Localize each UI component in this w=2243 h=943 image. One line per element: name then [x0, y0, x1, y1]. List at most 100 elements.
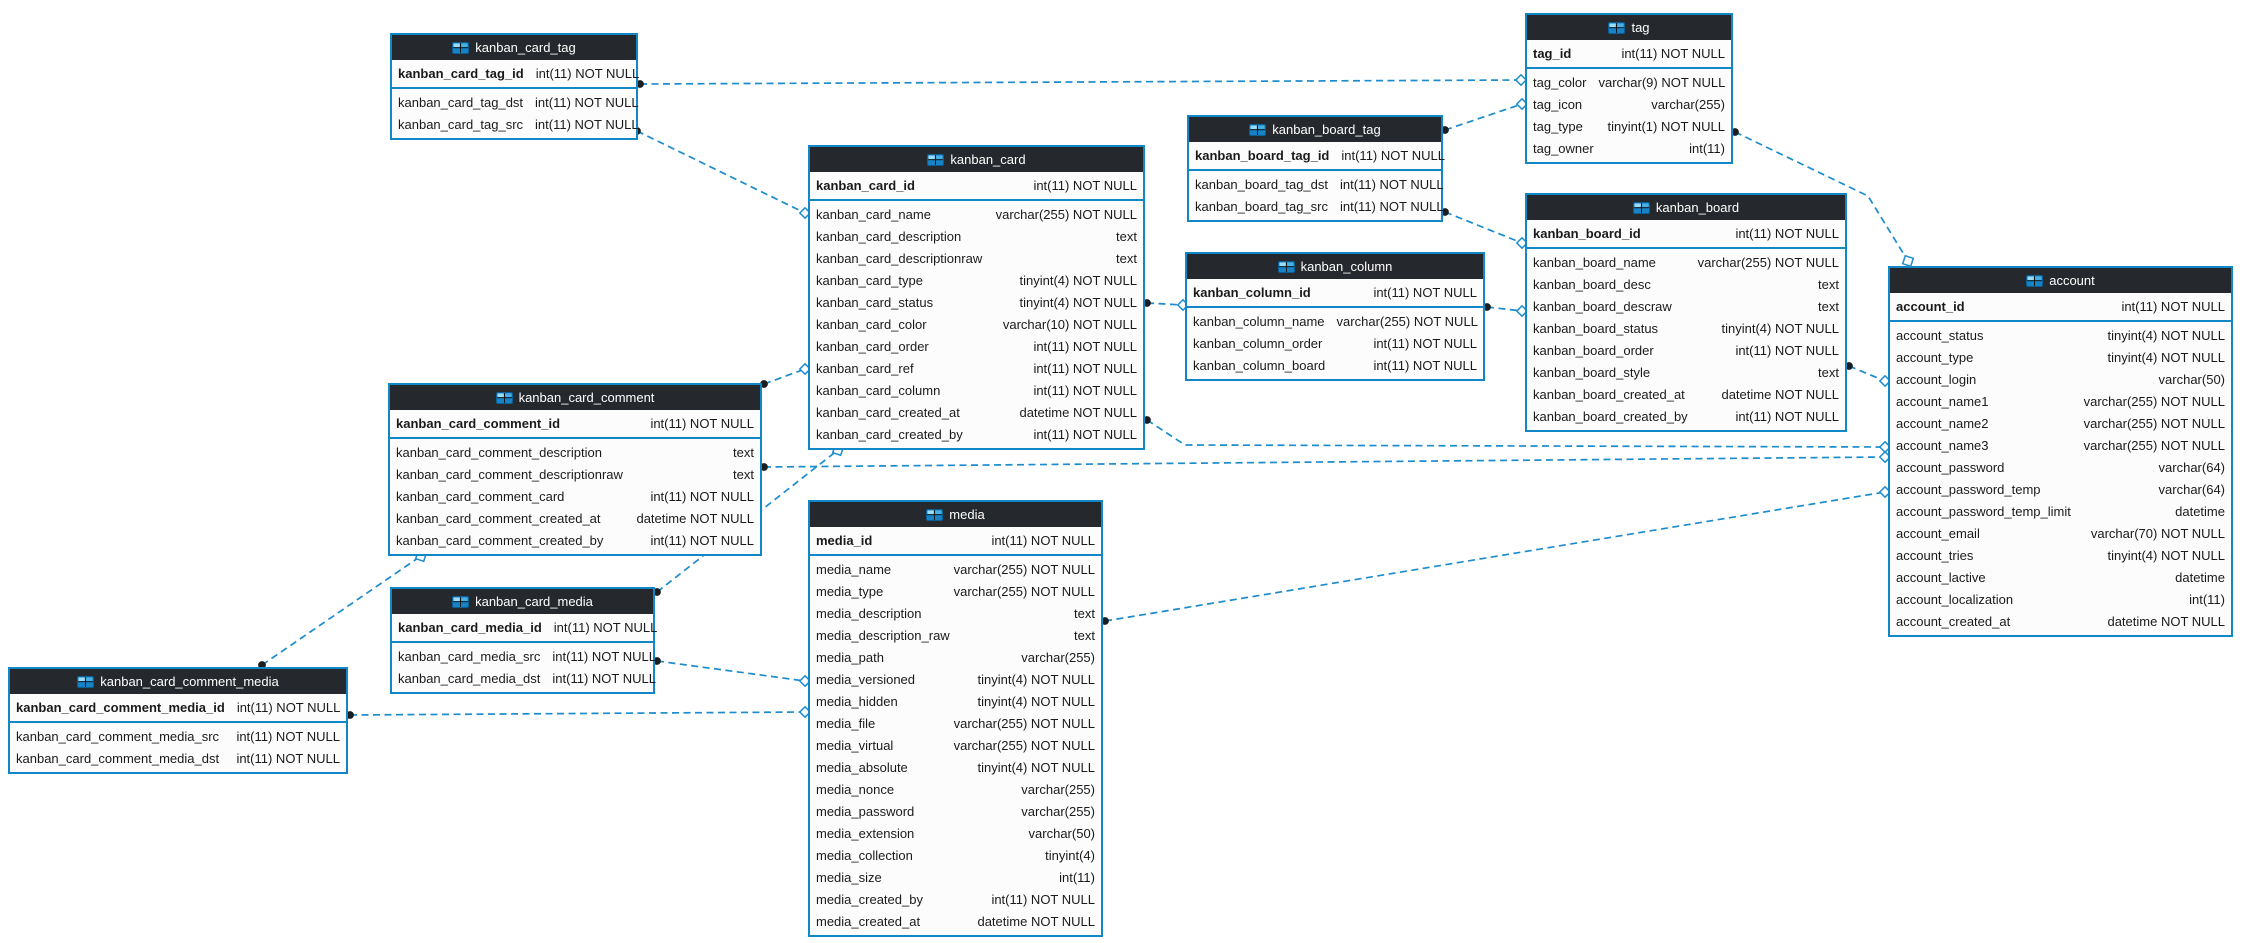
table-row[interactable]: media_name varchar(255) NOT NULL [810, 558, 1101, 580]
table-row[interactable]: account_status tinyint(4) NOT NULL [1890, 324, 2231, 346]
table-row[interactable]: kanban_board_created_at datetime NOT NUL… [1527, 383, 1845, 405]
table-row[interactable]: kanban_board_tag_src int(11) NOT NULL [1189, 195, 1444, 217]
table-row[interactable]: kanban_card_created_at datetime NOT NULL [810, 401, 1143, 423]
table-account[interactable]: account account_id int(11) NOT NULL acco… [1888, 266, 2233, 637]
table-row[interactable]: account_localization int(11) [1890, 588, 2231, 610]
table-row[interactable]: media_type varchar(255) NOT NULL [810, 580, 1101, 602]
table-row[interactable]: media_file varchar(255) NOT NULL [810, 712, 1101, 734]
table-row[interactable]: kanban_card_tag_dst int(11) NOT NULL [392, 91, 639, 113]
table-tag[interactable]: tag tag_id int(11) NOT NULL tag_color va… [1525, 13, 1733, 164]
table-header[interactable]: kanban_card [810, 147, 1143, 172]
table-row[interactable]: account_tries tinyint(4) NOT NULL [1890, 544, 2231, 566]
table-row[interactable]: kanban_board_name varchar(255) NOT NULL [1527, 251, 1845, 273]
primary-key-row[interactable]: kanban_card_id int(11) NOT NULL [810, 172, 1143, 199]
primary-key-row[interactable]: kanban_board_id int(11) NOT NULL [1527, 220, 1845, 247]
relationship-line-kanban_board-account[interactable] [1848, 365, 1886, 382]
relationship-line-kanban_card_comment-account[interactable] [763, 456, 1886, 468]
table-row[interactable]: kanban_board_descraw text [1527, 295, 1845, 317]
table-row[interactable]: kanban_board_order int(11) NOT NULL [1527, 339, 1845, 361]
relationship-line-kanban_board_tag-tag[interactable] [1444, 103, 1523, 131]
relationship-line-kanban_card_comment_media-kanban_card_comment[interactable] [261, 555, 422, 666]
table-header[interactable]: account [1890, 268, 2231, 293]
table-row[interactable]: account_email varchar(70) NOT NULL [1890, 522, 2231, 544]
table-row[interactable]: kanban_card_description text [810, 225, 1143, 247]
table-row[interactable]: account_name1 varchar(255) NOT NULL [1890, 390, 2231, 412]
table-row[interactable]: kanban_card_comment_media_dst int(11) NO… [10, 747, 346, 769]
table-row[interactable]: media_hidden tinyint(4) NOT NULL [810, 690, 1101, 712]
table-header[interactable]: tag [1527, 15, 1731, 40]
table-header[interactable]: kanban_card_media [392, 589, 653, 614]
table-header[interactable]: kanban_card_comment [390, 385, 760, 410]
table-row[interactable]: kanban_card_name varchar(255) NOT NULL [810, 203, 1143, 225]
table-row[interactable]: kanban_card_media_dst int(11) NOT NULL [392, 667, 656, 689]
table-row[interactable]: media_description_raw text [810, 624, 1101, 646]
table-row[interactable]: media_created_by int(11) NOT NULL [810, 888, 1101, 910]
table-header[interactable]: media [810, 502, 1101, 527]
primary-key-row[interactable]: kanban_card_comment_id int(11) NOT NULL [390, 410, 760, 437]
table-row[interactable]: kanban_card_comment_description text [390, 441, 760, 463]
table-row[interactable]: kanban_card_comment_card int(11) NOT NUL… [390, 485, 760, 507]
table-row[interactable]: kanban_board_tag_dst int(11) NOT NULL [1189, 173, 1444, 195]
table-row[interactable]: kanban_card_column int(11) NOT NULL [810, 379, 1143, 401]
table-kanban_board[interactable]: kanban_board kanban_board_id int(11) NOT… [1525, 193, 1847, 432]
table-kanban_board_tag[interactable]: kanban_board_tag kanban_board_tag_id int… [1187, 115, 1445, 222]
relationship-line-kanban_card_media-media[interactable] [656, 660, 806, 682]
primary-key-row[interactable]: account_id int(11) NOT NULL [1890, 293, 2231, 320]
table-row[interactable]: kanban_card_comment_descriptionraw text [390, 463, 760, 485]
relationship-line-tag-account[interactable] [1734, 131, 1909, 262]
relationship-line-kanban_board_tag-kanban_board[interactable] [1444, 211, 1523, 244]
table-row[interactable]: media_created_at datetime NOT NULL [810, 910, 1101, 932]
table-row[interactable]: media_description text [810, 602, 1101, 624]
table-row[interactable]: kanban_card_status tinyint(4) NOT NULL [810, 291, 1143, 313]
table-row[interactable]: media_absolute tinyint(4) NOT NULL [810, 756, 1101, 778]
table-header[interactable]: kanban_board_tag [1189, 117, 1441, 142]
table-row[interactable]: media_size int(11) [810, 866, 1101, 888]
table-row[interactable]: account_password_temp varchar(64) [1890, 478, 2231, 500]
table-row[interactable]: media_nonce varchar(255) [810, 778, 1101, 800]
primary-key-row[interactable]: media_id int(11) NOT NULL [810, 527, 1101, 554]
table-media[interactable]: media media_id int(11) NOT NULL media_na… [808, 500, 1103, 937]
table-row[interactable]: media_versioned tinyint(4) NOT NULL [810, 668, 1101, 690]
table-row[interactable]: kanban_card_media_src int(11) NOT NULL [392, 645, 656, 667]
table-header[interactable]: kanban_card_tag [392, 35, 636, 60]
table-row[interactable]: tag_icon varchar(255) [1527, 93, 1731, 115]
table-row[interactable]: account_type tinyint(4) NOT NULL [1890, 346, 2231, 368]
table-row[interactable]: kanban_card_order int(11) NOT NULL [810, 335, 1143, 357]
table-row[interactable]: kanban_card_comment_media_src int(11) NO… [10, 725, 346, 747]
table-row[interactable]: account_password varchar(64) [1890, 456, 2231, 478]
relationship-line-kanban_card_tag-tag[interactable] [639, 79, 1522, 85]
table-row[interactable]: kanban_board_status tinyint(4) NOT NULL [1527, 317, 1845, 339]
table-row[interactable]: account_lactive datetime [1890, 566, 2231, 588]
relationship-line-kanban_card-kanban_column[interactable] [1146, 302, 1184, 306]
primary-key-row[interactable]: kanban_card_comment_media_id int(11) NOT… [10, 694, 346, 721]
table-row[interactable]: tag_color varchar(9) NOT NULL [1527, 71, 1731, 93]
table-row[interactable]: media_password varchar(255) [810, 800, 1101, 822]
table-header[interactable]: kanban_board [1527, 195, 1845, 220]
relationship-line-media-account[interactable] [1104, 491, 1886, 622]
relationship-line-kanban_column-kanban_board[interactable] [1486, 306, 1523, 312]
table-row[interactable]: kanban_card_tag_src int(11) NOT NULL [392, 113, 639, 135]
table-row[interactable]: kanban_board_desc text [1527, 273, 1845, 295]
primary-key-row[interactable]: kanban_board_tag_id int(11) NOT NULL [1189, 142, 1445, 169]
table-row[interactable]: tag_owner int(11) [1527, 137, 1731, 159]
table-row[interactable]: account_login varchar(50) [1890, 368, 2231, 390]
table-row[interactable]: kanban_card_type tinyint(4) NOT NULL [810, 269, 1143, 291]
table-row[interactable]: kanban_card_created_by int(11) NOT NULL [810, 423, 1143, 445]
table-header[interactable]: kanban_column [1187, 254, 1483, 279]
primary-key-row[interactable]: kanban_card_tag_id int(11) NOT NULL [392, 60, 639, 87]
table-kanban_card[interactable]: kanban_card kanban_card_id int(11) NOT N… [808, 145, 1145, 450]
table-row[interactable]: media_virtual varchar(255) NOT NULL [810, 734, 1101, 756]
table-row[interactable]: account_name2 varchar(255) NOT NULL [1890, 412, 2231, 434]
table-row[interactable]: media_path varchar(255) [810, 646, 1101, 668]
table-row[interactable]: kanban_card_comment_created_at datetime … [390, 507, 760, 529]
relationship-line-kanban_card_comment_media-media[interactable] [349, 711, 806, 716]
table-row[interactable]: tag_type tinyint(1) NOT NULL [1527, 115, 1731, 137]
table-row[interactable]: media_collection tinyint(4) [810, 844, 1101, 866]
table-row[interactable]: kanban_card_comment_created_by int(11) N… [390, 529, 760, 551]
table-kanban_card_media[interactable]: kanban_card_media kanban_card_media_id i… [390, 587, 657, 694]
table-row[interactable]: kanban_column_board int(11) NOT NULL [1187, 354, 1483, 376]
table-row[interactable]: account_name3 varchar(255) NOT NULL [1890, 434, 2231, 456]
table-row[interactable]: kanban_board_created_by int(11) NOT NULL [1527, 405, 1845, 427]
table-row[interactable]: kanban_board_style text [1527, 361, 1845, 383]
